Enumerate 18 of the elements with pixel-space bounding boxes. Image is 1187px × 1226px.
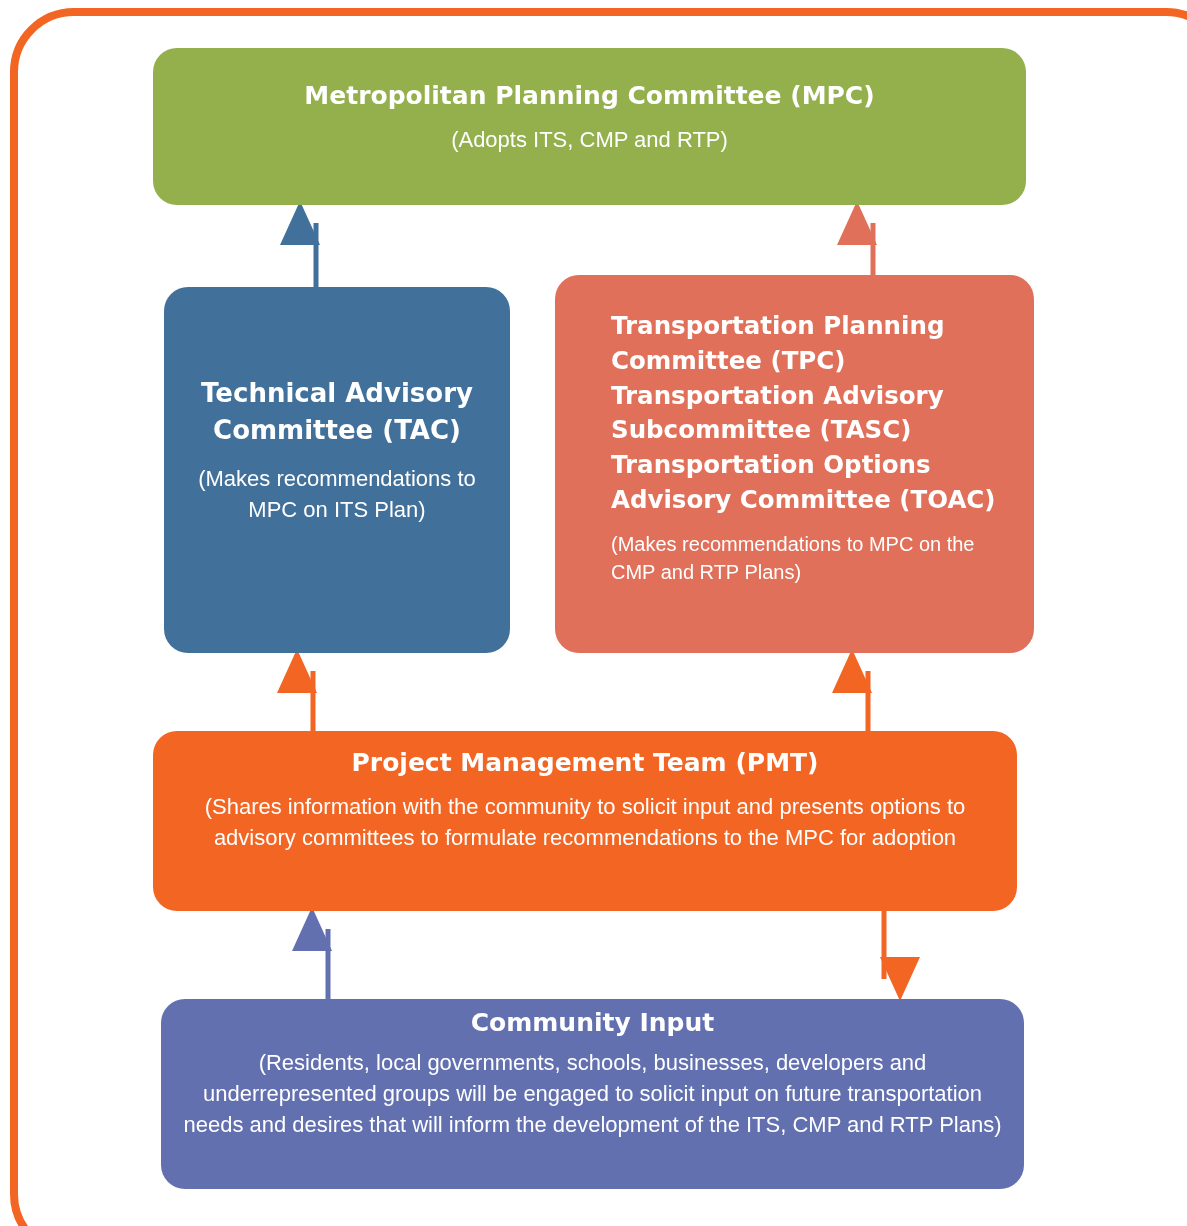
committee-name: Community Input	[470, 1007, 715, 1039]
committee-description: (Makes recommendations to MPC on the CMP and RTP Plans)	[611, 531, 976, 586]
arrow	[880, 911, 920, 1001]
committee-box	[153, 731, 1017, 911]
committee-name: Transportation Options Advisory Committee (TOAC)	[611, 449, 997, 516]
committee-box	[555, 275, 1034, 653]
committee-description: (Makes recommendations to MPC on ITS Plan)	[197, 464, 477, 525]
committee-name: Project Management Team (PMT)	[351, 747, 819, 779]
committee-name: Transportation Planning Committee (TPC)	[611, 310, 946, 377]
committee-name: Metropolitan Planning Committee (MPC)	[304, 80, 875, 112]
committee-box	[161, 999, 1024, 1189]
committee-description: (Shares information with the community to solicit input and presents options to advisory committees to formulate recommendations to the MPC for adoption	[203, 792, 967, 852]
committee-description: (Adopts ITS, CMP and RTP)	[451, 125, 728, 154]
committee-name: Technical Advisory Committee (TAC)	[200, 377, 474, 447]
committee-box	[153, 48, 1026, 205]
committee-description: (Residents, local governments, schools, businesses, developers and underrepresented groups will be engaged to solicit input on future transportation needs and desires that will inform the development of the ITS, CMP and RTP Plans)	[182, 1048, 1003, 1139]
committee-box	[164, 287, 510, 653]
committee-name: Transportation Advisory Subcommittee (TASC)	[611, 379, 945, 447]
